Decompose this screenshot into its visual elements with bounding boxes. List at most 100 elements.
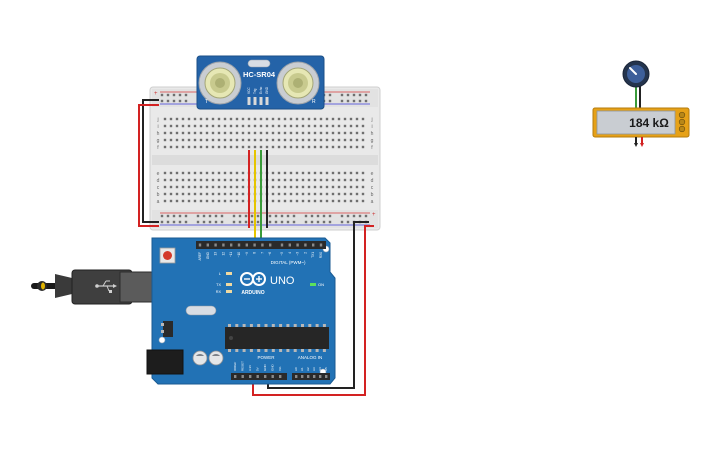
analog-pin-label: A5	[324, 367, 328, 371]
multimeter[interactable]: 184 kΩ	[592, 60, 690, 147]
digital-pin-label: 13	[214, 252, 218, 256]
sensor-pin	[259, 97, 263, 105]
mounting-hole	[158, 336, 166, 344]
status-leds: L TX RX ON	[216, 272, 324, 294]
sensor-pin-label: GND	[265, 86, 269, 94]
power-led	[310, 283, 316, 286]
led-label-l: L	[219, 272, 221, 276]
row-letter: i	[371, 124, 372, 130]
row-letter: f	[371, 145, 373, 151]
led-label-rx: RX	[216, 290, 222, 294]
on-label: ON	[318, 282, 324, 287]
power-pin-label: 3.3V	[248, 365, 252, 371]
digital-pin-label: ~11	[229, 252, 233, 257]
row-letter: j	[156, 117, 158, 123]
digital-pin-label: ~5	[280, 252, 284, 256]
digital-header-pins	[198, 243, 323, 247]
analog-header[interactable]	[292, 373, 330, 380]
digital-pin-label: GND	[206, 251, 210, 259]
row-letter: b	[371, 192, 374, 198]
digital-pin-label: RX0	[319, 252, 323, 258]
wire-gnd-to-arduino	[267, 221, 369, 389]
digital-pin-label: ~9	[245, 252, 249, 256]
row-letter: j	[370, 117, 372, 123]
analog-pin-label: A2	[306, 367, 310, 371]
analog-pin-label: A0	[294, 367, 298, 371]
board-model-label: UNO	[270, 275, 295, 287]
digital-pin-label: AREF	[198, 252, 202, 261]
microcontroller-chip	[225, 324, 329, 352]
row-letter: f	[157, 145, 159, 151]
sensor-pin-label: VCC	[247, 87, 251, 94]
row-letter: g	[371, 138, 374, 144]
digital-header[interactable]	[196, 241, 326, 249]
meter-reading: 184 kΩ	[629, 116, 669, 130]
power-header[interactable]	[231, 373, 287, 380]
sensor-pin-label: Echo	[259, 87, 263, 94]
analog-pin-label: A1	[300, 367, 304, 371]
sensor-pin-label: Trig	[253, 88, 257, 94]
sensor-pin	[253, 97, 257, 105]
brand-label: ARDUINO	[241, 290, 264, 296]
rail-plus-label: +	[154, 91, 158, 97]
power-pin-label: 5V	[256, 367, 260, 371]
board-crystal	[185, 305, 217, 316]
usb-icon	[95, 280, 117, 293]
power-pin-label: IOREF	[233, 362, 237, 371]
power-pin-label: Vin	[278, 366, 282, 371]
analog-header-label: ANALOG IN	[298, 355, 323, 360]
rail-plus-label-bottom: +	[372, 212, 376, 218]
power-pin-label: GND	[271, 364, 275, 372]
row-letter: e	[157, 171, 160, 177]
digital-pin-label: 8	[253, 252, 257, 254]
power-pin-label: GND	[263, 364, 267, 372]
arduino-logo-icon	[240, 272, 266, 286]
digital-header-label: DIGITAL (PWM~)	[271, 260, 306, 265]
crystal-oscillator	[247, 59, 271, 68]
row-letter: a	[157, 199, 160, 205]
digital-pin-label: TX1	[311, 252, 315, 258]
sensor-pin	[247, 97, 251, 105]
capacitors	[192, 350, 224, 366]
terminal-strip-bottom	[163, 171, 365, 203]
terminal-strip-top	[163, 117, 365, 149]
wire-5v-to-arduino	[252, 225, 374, 396]
voltage-regulator	[163, 321, 173, 337]
power-jack[interactable]	[146, 349, 184, 375]
digital-pin-label: 7	[260, 252, 264, 254]
digital-pin-label: ~6	[268, 252, 272, 256]
row-letter: h	[157, 131, 160, 137]
row-letter: d	[371, 178, 374, 184]
row-letter: h	[371, 131, 374, 137]
meter-display	[596, 110, 676, 135]
row-letter: a	[371, 199, 374, 205]
led-label-tx: TX	[216, 283, 221, 287]
wire-left-gnd-jumper	[142, 99, 159, 223]
row-letter: c	[371, 185, 374, 191]
center-channel	[152, 155, 378, 165]
row-letter: g	[157, 138, 160, 144]
row-letter: i	[157, 124, 158, 130]
power-pin-label: RESET	[241, 361, 245, 371]
dial-knob-icon[interactable]	[622, 60, 650, 88]
analog-pin-label: A3	[312, 367, 316, 371]
sensor-t-marker: T	[205, 99, 208, 105]
row-letter: c	[157, 185, 160, 191]
row-letter: d	[157, 178, 160, 184]
reset-button-cap[interactable]	[163, 251, 172, 260]
sensor-pin	[265, 97, 269, 105]
digital-pin-label: ~3	[296, 252, 300, 256]
digital-pin-label: 4	[288, 252, 292, 254]
meter-terminals[interactable]	[678, 111, 686, 133]
row-letter: e	[371, 171, 374, 177]
sensor-model-label: HC-SR04	[243, 70, 276, 79]
digital-pin-label: ~10	[237, 252, 241, 258]
